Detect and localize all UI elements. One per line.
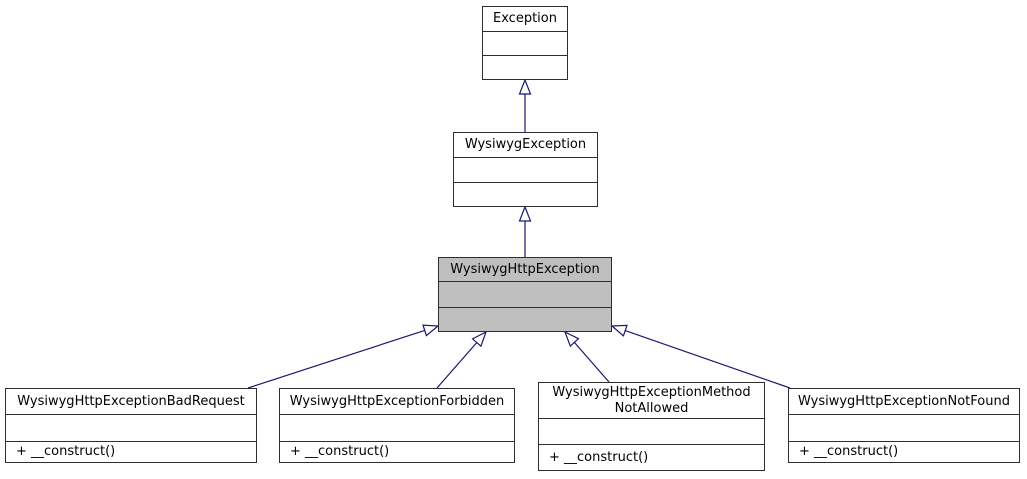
class-name-line: WysiwygHttpException bbox=[450, 261, 600, 277]
method-label: + __construct() bbox=[549, 449, 649, 465]
methods-compartment bbox=[483, 56, 567, 79]
class-node-bad-request[interactable]: WysiwygHttpExceptionBadRequest + __const… bbox=[5, 388, 257, 463]
fields-compartment bbox=[454, 158, 597, 183]
class-title: WysiwygHttpExceptionMethod NotAllowed bbox=[539, 383, 764, 419]
class-title: Exception bbox=[483, 7, 567, 32]
class-title: WysiwygHttpExceptionNotFound bbox=[789, 389, 1019, 415]
class-node-method-not-allowed[interactable]: WysiwygHttpExceptionMethod NotAllowed + … bbox=[538, 382, 765, 471]
class-name-line: WysiwygException bbox=[464, 137, 587, 153]
class-node-wysiwyg-exception[interactable]: WysiwygException bbox=[453, 132, 598, 207]
inheritance-arrow-notfound-to-wysiwyghttpexception bbox=[610, 324, 791, 389]
class-name-line: WysiwygHttpExceptionForbidden bbox=[289, 393, 505, 409]
class-node-forbidden[interactable]: WysiwygHttpExceptionForbidden + __constr… bbox=[279, 388, 515, 463]
class-node-exception[interactable]: Exception bbox=[482, 6, 568, 80]
class-name-line: WysiwygHttpExceptionMethod bbox=[552, 384, 751, 400]
methods-compartment: + __construct() bbox=[280, 442, 514, 462]
methods-compartment: + __construct() bbox=[789, 442, 1019, 462]
fields-compartment bbox=[6, 415, 256, 442]
fields-compartment bbox=[789, 415, 1019, 442]
class-title: WysiwygHttpException bbox=[439, 258, 611, 282]
class-name-line: WysiwygHttpExceptionNotFound bbox=[798, 393, 1010, 409]
inheritance-arrow-forbidden-to-wysiwyghttpexception bbox=[436, 330, 488, 389]
methods-compartment bbox=[454, 183, 597, 206]
class-name-line: Exception bbox=[493, 11, 557, 27]
fields-compartment bbox=[439, 282, 611, 308]
method-label: + __construct() bbox=[16, 444, 116, 460]
class-node-wysiwyg-http-exception: WysiwygHttpException bbox=[438, 257, 612, 332]
class-title: WysiwygHttpExceptionForbidden bbox=[280, 389, 514, 415]
methods-compartment bbox=[439, 308, 611, 331]
inheritance-arrow-methodnotallowed-to-wysiwyghttpexception bbox=[563, 330, 610, 383]
methods-compartment: + __construct() bbox=[539, 445, 764, 470]
class-title: WysiwygHttpExceptionBadRequest bbox=[6, 389, 256, 415]
inheritance-arrow-wysiwygexception-to-exception bbox=[518, 78, 532, 132]
method-label: + __construct() bbox=[799, 444, 899, 460]
class-name-line: NotAllowed bbox=[614, 400, 689, 416]
fields-compartment bbox=[280, 415, 514, 442]
method-label: + __construct() bbox=[290, 444, 390, 460]
class-node-not-found[interactable]: WysiwygHttpExceptionNotFound + __constru… bbox=[788, 388, 1020, 463]
inheritance-arrow-badrequest-to-wysiwyghttpexception bbox=[247, 324, 440, 389]
fields-compartment bbox=[539, 419, 764, 445]
class-name-line: WysiwygHttpExceptionBadRequest bbox=[17, 393, 245, 409]
class-title: WysiwygException bbox=[454, 133, 597, 158]
inheritance-arrow-wysiwyghttpexception-to-wysiwygexception bbox=[518, 205, 532, 257]
methods-compartment: + __construct() bbox=[6, 442, 256, 462]
fields-compartment bbox=[483, 32, 567, 56]
